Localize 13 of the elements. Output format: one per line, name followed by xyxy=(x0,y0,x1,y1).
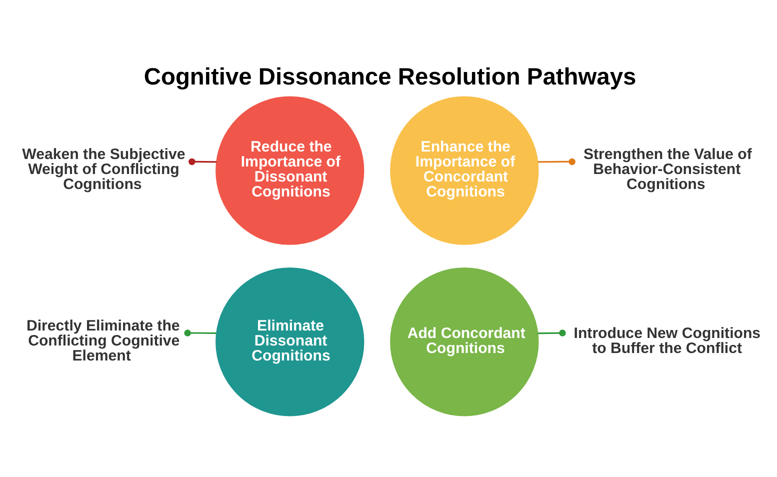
diagram-title: Cognitive Dissonance Resolution Pathways xyxy=(143,64,636,90)
connector xyxy=(537,329,566,336)
node-text: Strengthen the Value of Behavior-Consistent Cognitions xyxy=(582,145,752,193)
connector xyxy=(188,158,216,165)
node-text: Weaken the Subjective Weight of Conflicting Cognitions xyxy=(22,145,185,193)
connector xyxy=(537,158,575,165)
node-circle: Enhance the Importance of Concordant Cognitions xyxy=(390,96,538,244)
node-text: Introduce New Cognitions to Buffer the Conflict xyxy=(573,324,760,356)
node-circle: Reduce the Importance of Dissonant Cognitions xyxy=(215,96,364,244)
connector xyxy=(184,329,216,336)
node-circle: Eliminate Dissonant Cognitions xyxy=(215,267,364,416)
node-circle: Add Concordant Cognitions xyxy=(390,267,538,416)
node-text: Directly Eliminate the Conflicting Cognitive Element xyxy=(26,316,180,364)
